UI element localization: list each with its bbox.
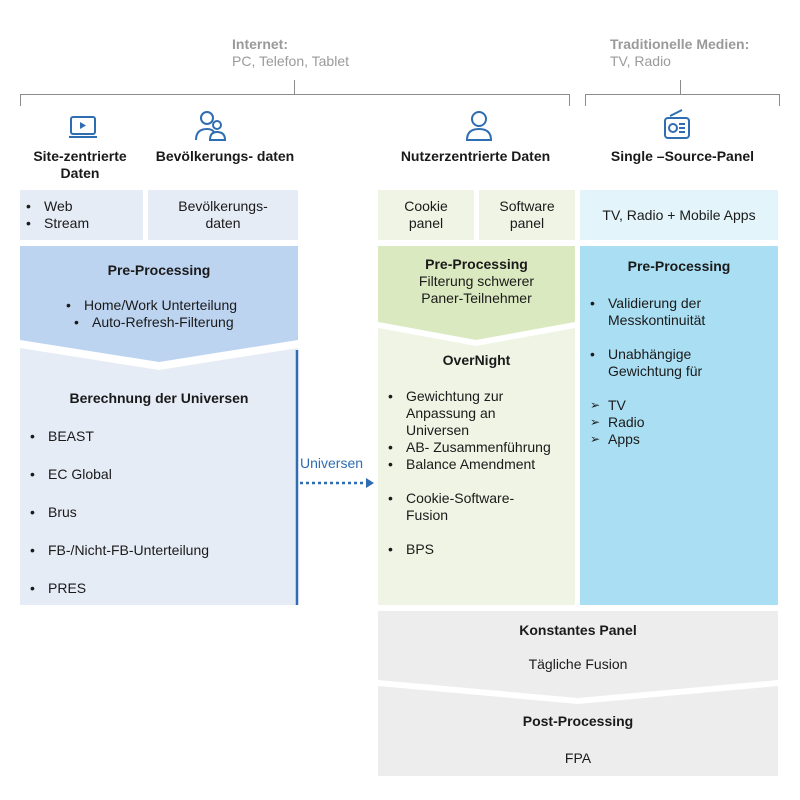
software-panel-box: Software panel: [479, 190, 575, 240]
universe-item: FB-/Nicht-FB-Unterteilung: [24, 542, 294, 559]
left-preprocessing-item: Home/Work Unterteilung: [60, 297, 290, 314]
left-preprocessing-item: Auto-Refresh-Filterung: [68, 314, 290, 331]
internet-heading-subtitle: PC, Telefon, Tablet: [232, 53, 350, 69]
universe-list: BEAST EC Global Brus FB-/Nicht-FB-Untert…: [24, 428, 294, 597]
konstant-panel-text: Tägliche Fusion: [528, 656, 628, 672]
right-item: Validierung der Messkontinuität: [584, 295, 738, 329]
right-preprocessing-title: Pre-Processing: [627, 258, 731, 274]
internet-heading: Internet: PC, Telefon, Tablet: [232, 36, 392, 70]
traditional-heading: Traditionelle Medien: TV, Radio: [610, 36, 790, 70]
overnight-item: Gewichtung zur Anpassung an Universen: [382, 388, 526, 439]
single-column-title: Single –Source-Panel: [610, 148, 755, 164]
universe-item: PRES: [24, 580, 294, 597]
left-preprocessing-list: Home/Work Unterteilung Auto-Refresh-Filt…: [60, 297, 290, 331]
konstant-panel-shape: [378, 611, 778, 698]
post-processing-shape: [378, 686, 778, 776]
right-list-wrap: Validierung der Messkontinuität Unabhäng…: [584, 295, 764, 448]
user-column-title: Nutzerzentrierte Daten: [400, 148, 551, 164]
internet-heading-title: Internet:: [232, 36, 288, 52]
single-source-text: TV, Radio + Mobile Apps: [602, 207, 756, 223]
universe-title: Berechnung der Universen: [69, 390, 249, 406]
right-sub-item: Apps: [584, 431, 764, 448]
traditional-heading-title: Traditionelle Medien:: [610, 36, 750, 52]
single-source-box: TV, Radio + Mobile Apps: [580, 190, 778, 240]
site-data-list: Web Stream: [20, 198, 137, 232]
overnight-title: OverNight: [442, 352, 511, 368]
left-preprocessing-list-wrap: Home/Work Unterteilung Auto-Refresh-Filt…: [40, 297, 290, 331]
konstant-panel-title: Konstantes Panel: [519, 622, 637, 638]
overnight-item: Balance Amendment: [382, 456, 567, 473]
population-data-text: Bevölkerungs- daten: [178, 198, 268, 231]
cookie-panel-box: Cookie panel: [378, 190, 474, 240]
universe-item: Brus: [24, 504, 294, 521]
cookie-panel-text: Cookie panel: [404, 198, 448, 231]
right-sub-list: TV Radio Apps: [584, 397, 764, 448]
universen-arrowhead: [366, 478, 374, 488]
overnight-list: Gewichtung zur Anpassung an Universen AB…: [382, 388, 567, 558]
video-player-icon: [69, 116, 97, 138]
universe-item: EC Global: [24, 466, 294, 483]
site-column-title: Site-zentrierte Daten: [33, 148, 127, 181]
middle-preprocessing-text: Filterung schwerer Paner-Teilnehmer: [418, 273, 535, 306]
software-panel-text: Software panel: [499, 198, 555, 231]
overnight-item: AB- Zusammenführung: [382, 439, 556, 456]
right-item: Unabhängige Gewichtung für: [584, 346, 718, 380]
right-list: Validierung der Messkontinuität Unabhäng…: [584, 295, 764, 380]
population-column-title: Bevölkerungs- daten: [155, 148, 295, 164]
post-processing-title: Post-Processing: [522, 713, 634, 729]
traditional-heading-subtitle: TV, Radio: [610, 53, 671, 69]
overnight-item: Cookie-Software- Fusion: [382, 490, 546, 524]
universe-item: BEAST: [24, 428, 294, 445]
right-sub-item: Radio: [584, 414, 764, 431]
site-data-item: Web: [20, 198, 137, 215]
overnight-list-wrap: Gewichtung zur Anpassung an Universen AB…: [382, 388, 567, 558]
radio-icon: [664, 109, 690, 139]
population-data-box: Bevölkerungs- daten: [148, 190, 298, 240]
person-icon: [465, 111, 493, 141]
universen-arrow-label: Universen: [300, 455, 364, 471]
middle-preprocessing-title: Pre-Processing: [425, 256, 528, 272]
left-preprocessing-title: Pre-Processing: [107, 262, 211, 278]
post-processing-text: FPA: [564, 750, 592, 766]
overnight-item: BPS: [382, 541, 567, 558]
site-data-item: Stream: [20, 215, 137, 232]
site-data-box: Web Stream: [20, 190, 143, 240]
universe-list-wrap: BEAST EC Global Brus FB-/Nicht-FB-Untert…: [24, 428, 294, 597]
people-group-icon: [195, 111, 227, 141]
middle-preprocessing-shape: [378, 246, 575, 340]
right-sub-item: TV: [584, 397, 764, 414]
